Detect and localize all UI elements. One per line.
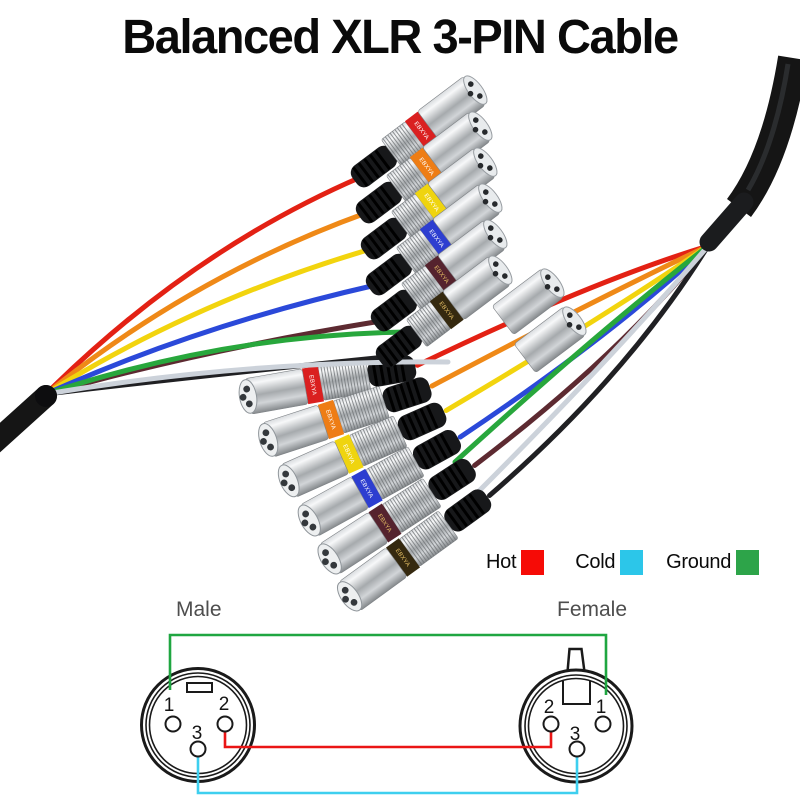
male-pin-2-number: 2 (219, 694, 230, 715)
male-pin-3 (189, 740, 207, 758)
photo-wire (429, 243, 711, 389)
male-xlr-connector-photo-3: EBXYA (360, 147, 498, 260)
channel-color-band (334, 434, 364, 474)
male-pin-3-number: 3 (192, 723, 203, 744)
photo-wire (43, 282, 379, 397)
male-connector-label: Male (176, 598, 222, 621)
legend-label: Cold (575, 551, 616, 573)
legend-label: Hot (486, 551, 517, 573)
female-pin-3 (568, 740, 586, 758)
legend-color-swatch (620, 550, 644, 575)
legend-item-cold: Cold (575, 550, 644, 575)
male-pin-2 (216, 715, 234, 733)
channel-color-band (385, 538, 421, 577)
channel-color-band (414, 183, 449, 222)
legend-item-hot: Hot (486, 550, 545, 575)
legend-color-swatch (521, 550, 545, 575)
hot-wire-trace (223, 731, 553, 749)
photo-wire (43, 246, 374, 397)
cable-tip-left (35, 385, 57, 407)
female-pin-1-number: 1 (596, 697, 607, 718)
female-xlr-connector-photo-4: EBXYA (297, 429, 462, 537)
photo-wire (452, 243, 711, 465)
male-xlr-connector-photo-rear (492, 268, 565, 334)
male-key-notch (186, 682, 213, 693)
photo-wire (43, 210, 369, 397)
legend-color-swatch (736, 550, 760, 575)
male-xlr-connector-photo-1: EBXYA (350, 75, 488, 188)
female-pin-1 (594, 715, 612, 733)
channel-color-band (317, 399, 345, 440)
channel-color-band (404, 111, 439, 150)
channel-color-band (368, 503, 402, 543)
channel-color-band (351, 468, 383, 509)
female-xlr-connector-photo-1: EBXYA (238, 355, 417, 415)
female-xlr-connector-photo-3: EBXYA (277, 402, 447, 498)
female-xlr-connector-photo-6: EBXYA (336, 489, 492, 612)
female-pin-3-number: 3 (570, 724, 581, 745)
male-xlr-connector-photo-rear (514, 306, 587, 372)
female-xlr-connector-photo-2: EBXYA (258, 377, 432, 457)
female-connector-label: Female (557, 598, 628, 621)
page-title: Balanced XLR 3-PIN Cable (122, 11, 679, 64)
cold-wire-trace (196, 756, 579, 795)
photo-wire (43, 174, 364, 397)
wire-color-legend: Hot Cold Ground (486, 550, 760, 575)
ground-wire-trace (168, 633, 608, 695)
photo-wire (487, 243, 711, 499)
channel-color-band (409, 147, 444, 186)
cable-highlight (745, 63, 791, 192)
cable-sleeve-right (699, 192, 754, 252)
channel-color-band (301, 365, 325, 405)
female-pin-2-number: 2 (544, 697, 555, 718)
female-pin-2 (542, 715, 560, 733)
snake-cable-left (0, 385, 57, 453)
legend-item-ground: Ground (666, 550, 760, 575)
female-xlr-connector-photo-5: EBXYA (317, 458, 476, 575)
male-xlr-connector-photo-4: EBXYA (365, 183, 503, 296)
photo-wire (475, 243, 711, 495)
photo-wire (414, 243, 711, 368)
male-pin-1 (164, 715, 182, 733)
male-xlr-connector-photo-6: EBXYA (375, 255, 513, 368)
female-keyway-slot (562, 681, 591, 705)
male-pin-1-number: 1 (164, 695, 175, 716)
channel-color-band (419, 219, 454, 258)
brand-text: EBXYA (307, 375, 316, 396)
channel-color-band (424, 255, 459, 294)
male-xlr-connector-photo-2: EBXYA (355, 111, 493, 224)
photo-wire (43, 329, 435, 397)
channel-color-band (429, 291, 464, 330)
legend-label: Ground (666, 551, 732, 573)
